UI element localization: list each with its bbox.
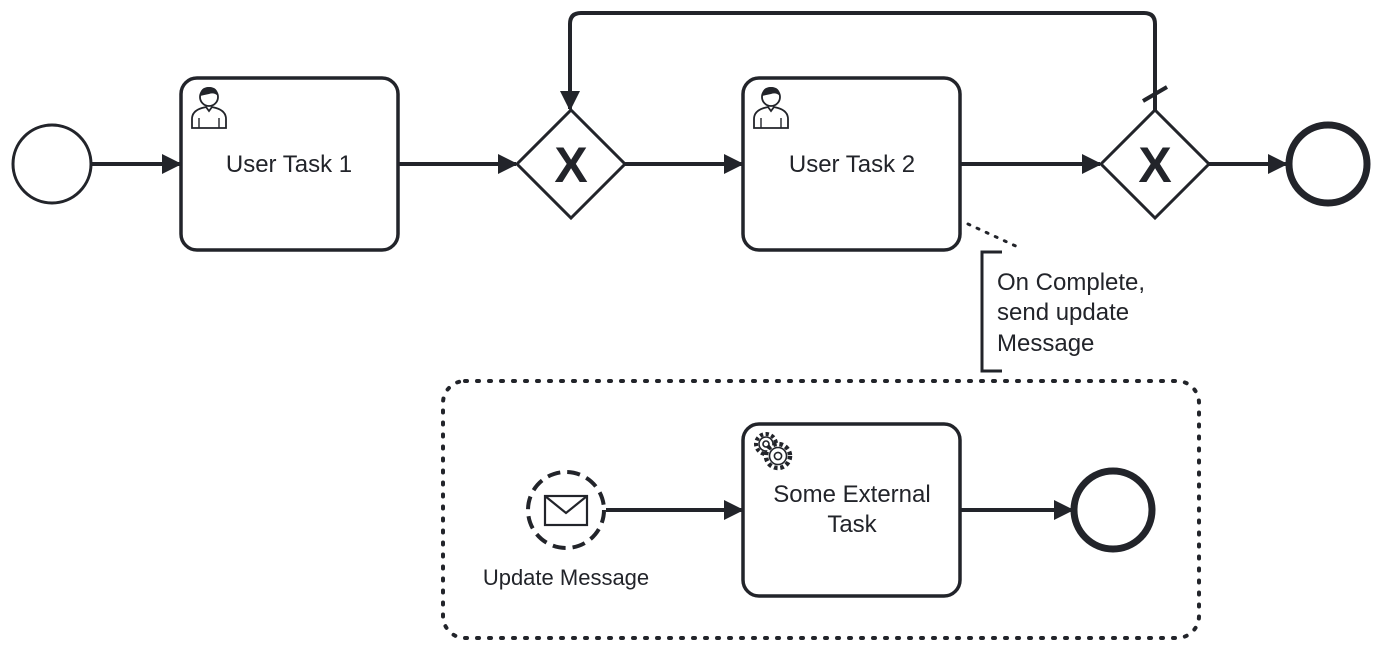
user-icon (191, 87, 227, 129)
exclusive-gateway-2[interactable]: X (1098, 107, 1212, 221)
message-start-event[interactable] (526, 470, 606, 550)
flow-loop-back[interactable] (560, 11, 1157, 111)
user-task-1[interactable]: User Task 1 (179, 76, 400, 252)
exclusive-gateway-1[interactable]: X (514, 107, 628, 221)
start-event[interactable] (11, 123, 93, 205)
text-annotation[interactable]: On Complete, send update Message (997, 269, 1145, 357)
association-dotted-line (966, 222, 1022, 250)
default-flow-marker (1141, 85, 1169, 103)
annotation-bracket (980, 250, 1002, 373)
gateway-2-x-marker: X (1138, 137, 1171, 193)
gear-icon (754, 432, 793, 471)
annotation-line-1: On Complete, (997, 269, 1145, 296)
annotation-line-2: send update (997, 299, 1129, 326)
end-event[interactable] (1285, 121, 1371, 207)
external-task-label-line-1: Some External (773, 481, 930, 508)
event-subprocess[interactable] (441, 379, 1201, 640)
annotation-line-3: Message (997, 330, 1094, 357)
external-task[interactable]: Some External Task (741, 422, 962, 598)
user-icon (753, 87, 789, 129)
gateway-1-x-marker: X (554, 137, 587, 193)
external-task-label-line-2: Task (827, 511, 877, 538)
message-event-label: Update Message (483, 565, 649, 590)
envelope-icon (543, 494, 589, 527)
subprocess-end-event[interactable] (1070, 467, 1156, 553)
user-task-2-label: User Task 2 (789, 151, 915, 178)
user-task-2[interactable]: User Task 2 (741, 76, 962, 252)
user-task-1-label: User Task 1 (226, 151, 352, 178)
